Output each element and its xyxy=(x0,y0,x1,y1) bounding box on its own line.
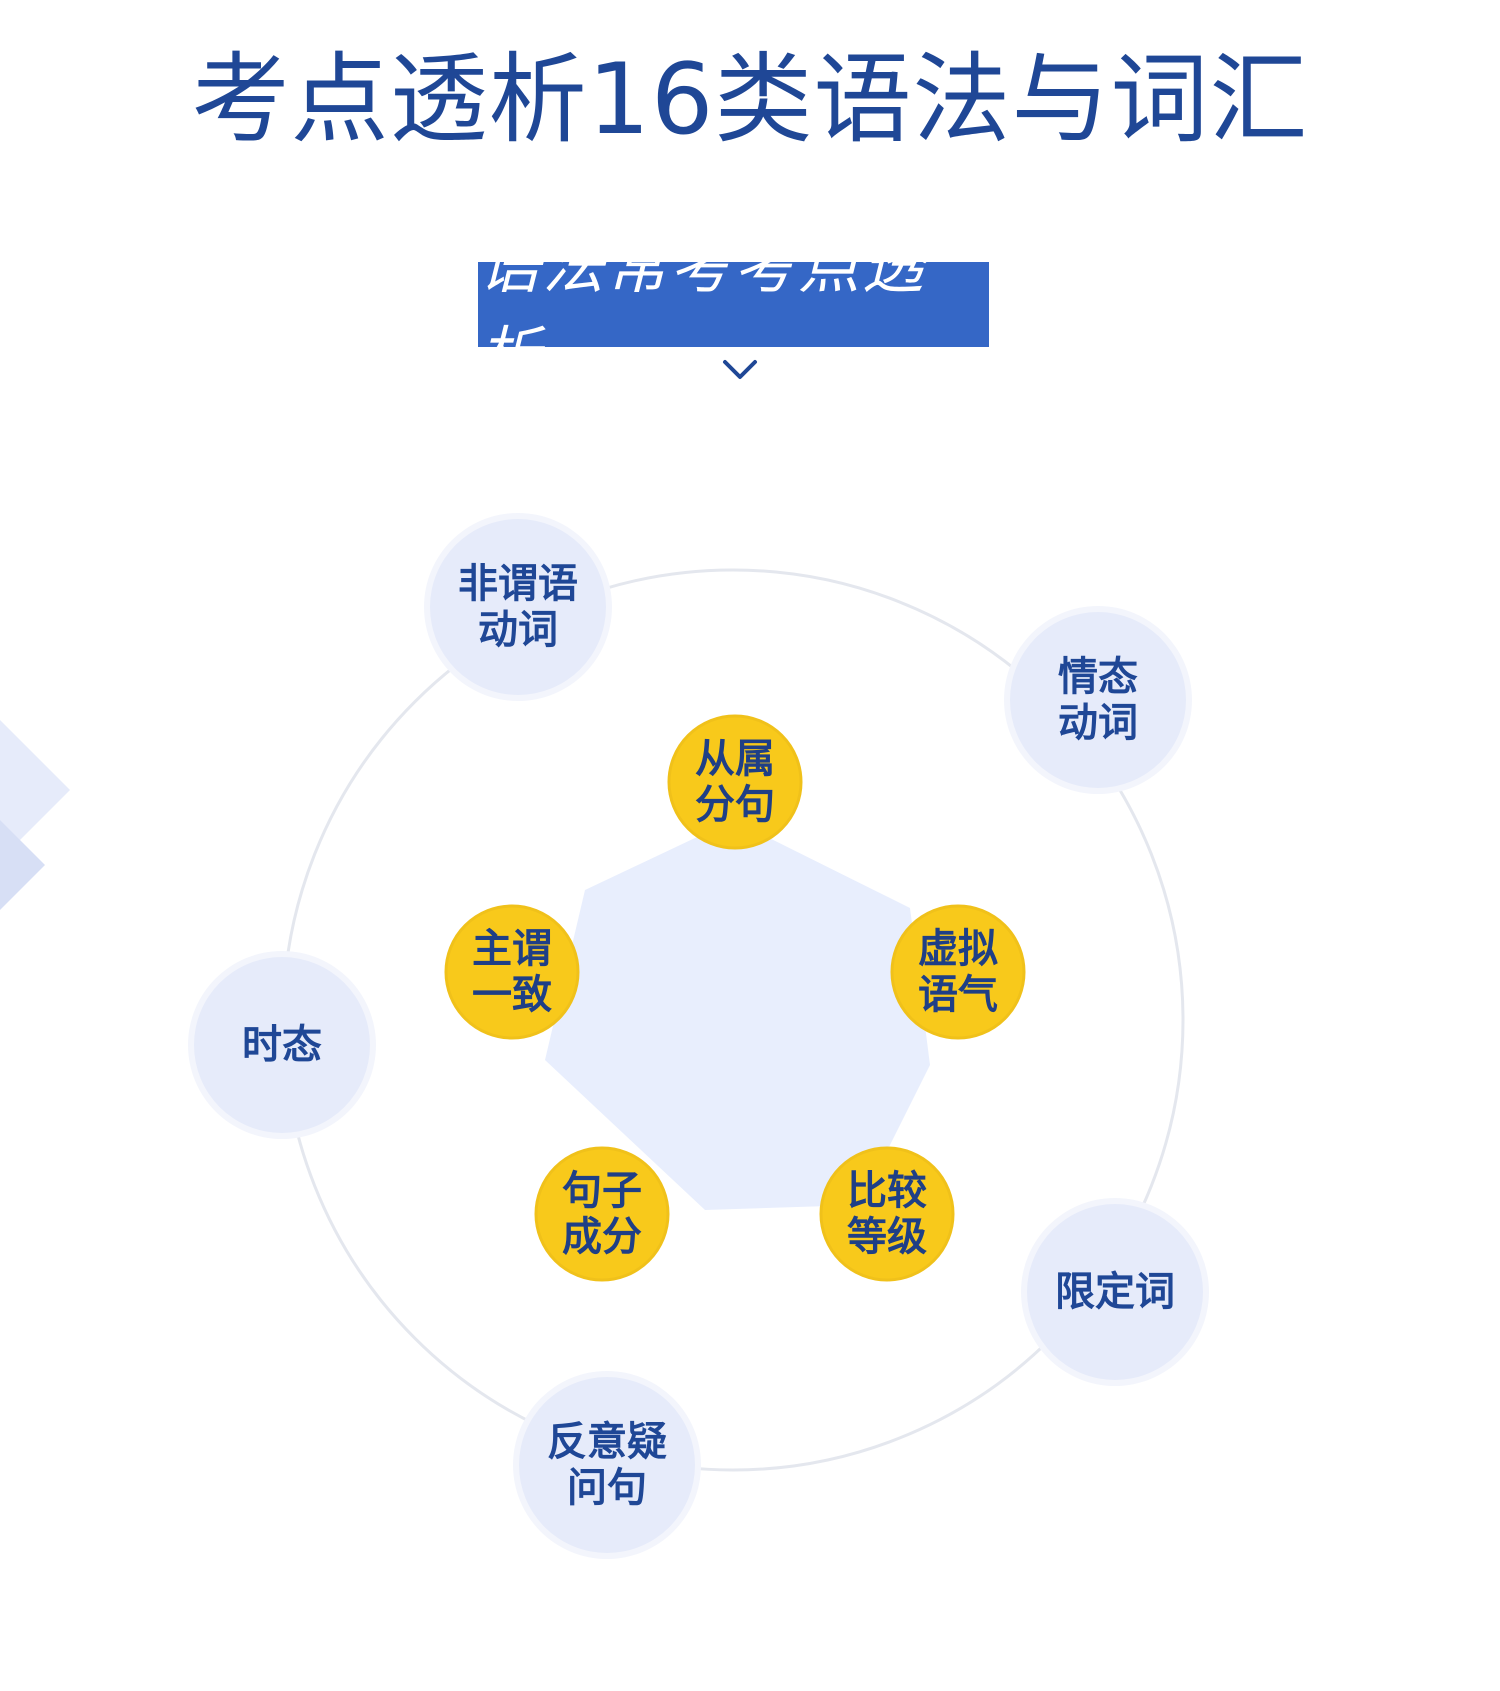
inner-node-components xyxy=(534,1146,670,1282)
page-title: 考点透析16类语法与词汇 xyxy=(191,43,1309,157)
inner-node-label-agreement: 主谓 一致 xyxy=(472,926,552,1018)
outer-node-tense xyxy=(194,957,370,1133)
outer-node-label-determiner: 限定词 xyxy=(1055,1269,1175,1315)
outer-node-nonfinite xyxy=(430,519,606,695)
outer-node-label-modal: 情态 动词 xyxy=(1058,654,1138,746)
outer-node-modal xyxy=(1010,612,1186,788)
inner-node-label-comparison: 比较 等级 xyxy=(847,1168,927,1260)
inner-node-label-subjunctive: 虚拟 语气 xyxy=(918,926,998,1018)
inner-node-clause xyxy=(667,714,803,850)
outer-node-tag-question xyxy=(519,1377,695,1553)
inner-node-comparison xyxy=(819,1146,955,1282)
side-decoration xyxy=(0,720,70,910)
inner-node-label-clause: 从属 分句 xyxy=(695,736,775,828)
inner-node-label-components: 句子 成分 xyxy=(562,1168,642,1260)
side-deco-diamond-top xyxy=(0,720,70,860)
chevron-down-icon xyxy=(723,360,757,379)
outer-node-label-tag-question: 反意疑 问句 xyxy=(547,1419,667,1511)
section-tag: 语法常考考点透析 xyxy=(478,229,989,392)
center-pentagon xyxy=(545,820,930,1210)
inner-node-agreement xyxy=(444,904,580,1040)
inner-node-subjunctive xyxy=(890,904,1026,1040)
outer-node-label-tense: 时态 xyxy=(242,1022,322,1068)
section-tag-label: 语法常考考点透析 xyxy=(478,228,927,392)
outer-node-determiner xyxy=(1027,1204,1203,1380)
outer-node-label-nonfinite: 非谓语 动词 xyxy=(458,561,578,653)
side-deco-diamond-bottom xyxy=(0,820,45,910)
